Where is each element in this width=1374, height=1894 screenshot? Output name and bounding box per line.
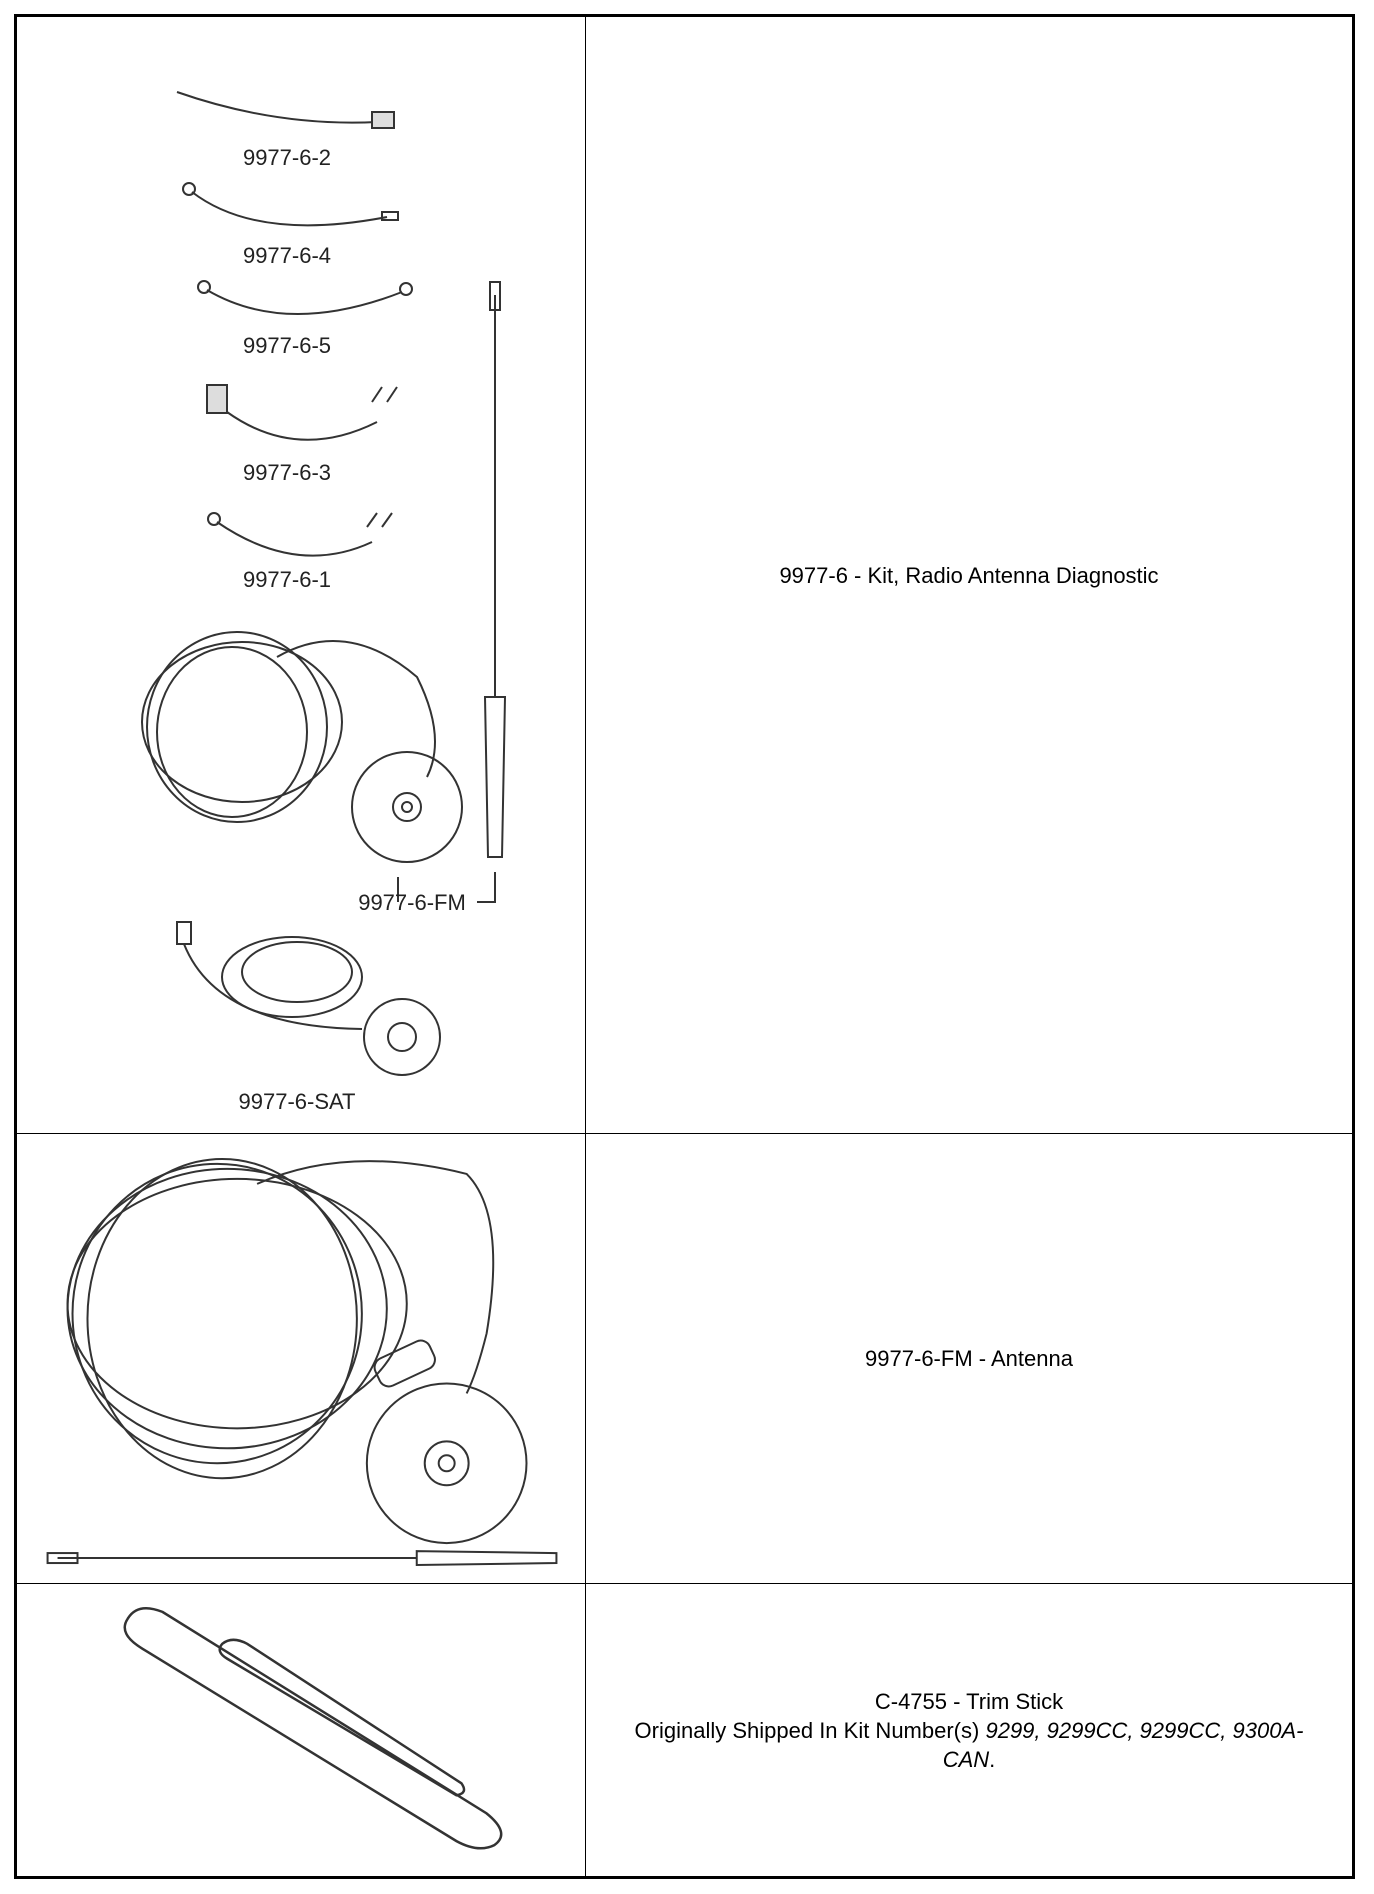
leader-line <box>397 872 496 903</box>
part-label: 9977-6-5 <box>243 333 331 358</box>
description-cell: 9977-6 - Kit, Radio Antenna Diagnostic <box>586 17 1352 1133</box>
part-label: 9977-6-4 <box>243 243 331 268</box>
coiled-cable-icon <box>66 1167 388 1450</box>
description-cell: C-4755 - Trim Stick Originally Shipped I… <box>586 1584 1352 1876</box>
table-row: 9977-6-FM - Antenna <box>17 1133 1352 1583</box>
table-row: C-4755 - Trim Stick Originally Shipped I… <box>17 1583 1352 1876</box>
trim-stick-illustration <box>123 1606 503 1850</box>
part-label: 9977-6-3 <box>243 460 331 485</box>
connector-icon <box>182 182 196 196</box>
part-label: 9977-6-SAT <box>239 1089 356 1114</box>
connector-icon <box>206 384 228 414</box>
shipped-prefix: Originally Shipped In Kit Number(s) <box>634 1717 980 1743</box>
sat-cable-icon <box>221 936 363 1018</box>
connector-icon <box>381 211 399 221</box>
cable-9977-6-1 <box>216 521 373 557</box>
cable-9977-6-4 <box>191 191 388 227</box>
magnetic-base-icon <box>351 751 463 863</box>
cable-9977-6-3 <box>226 411 378 441</box>
connector-icon <box>399 282 413 296</box>
cable-9977-6-5 <box>206 289 403 315</box>
cable-lead <box>276 640 436 778</box>
part-description: 9977-6 - Kit, Radio Antenna Diagnostic <box>779 562 1159 588</box>
kit-illustration-cell: 9977-6-2 9977-6-4 9977-6-5 9977-6-3 9977… <box>17 17 586 1133</box>
kit-illustration: 9977-6-2 9977-6-4 9977-6-5 9977-6-3 9977… <box>141 91 507 1114</box>
shipped-in-kits: Originally Shipped In Kit Number(s) 9299… <box>626 1716 1312 1774</box>
trailing-period: . <box>989 1746 996 1772</box>
description-cell: 9977-6-FM - Antenna <box>586 1134 1352 1583</box>
parts-table: 9977-6-2 9977-6-4 9977-6-5 9977-6-3 9977… <box>14 14 1355 1879</box>
connector-icon <box>197 280 211 294</box>
part-label: 9977-6-1 <box>243 567 331 592</box>
antenna-illustration-cell <box>17 1134 586 1583</box>
trim-stick-illustration-cell <box>17 1584 586 1876</box>
clip-icon <box>366 512 393 528</box>
part-label: 9977-6-FM <box>358 890 466 915</box>
coiled-cable-icon <box>146 631 328 823</box>
part-label: 9977-6-2 <box>243 145 331 170</box>
part-description: C-4755 - Trim Stick <box>874 1688 1064 1714</box>
connector-icon <box>176 921 192 945</box>
trim-stick-icon <box>123 1606 503 1850</box>
clip-icon <box>371 386 398 403</box>
cable-9977-6-2 <box>176 91 378 124</box>
part-description: 9977-6-FM - Antenna <box>865 1346 1073 1371</box>
connector-icon <box>207 512 221 526</box>
cable-lead <box>256 1160 495 1394</box>
table-row: 9977-6-2 9977-6-4 9977-6-5 9977-6-3 9977… <box>17 17 1352 1133</box>
connector-icon <box>371 111 395 129</box>
magnetic-base-icon <box>365 1382 528 1545</box>
sat-antenna-icon <box>363 998 441 1076</box>
antenna-illustration <box>46 1157 558 1567</box>
kit-numbers: 9299, 9299CC, 9299CC, 9300A-CAN <box>942 1717 1304 1772</box>
